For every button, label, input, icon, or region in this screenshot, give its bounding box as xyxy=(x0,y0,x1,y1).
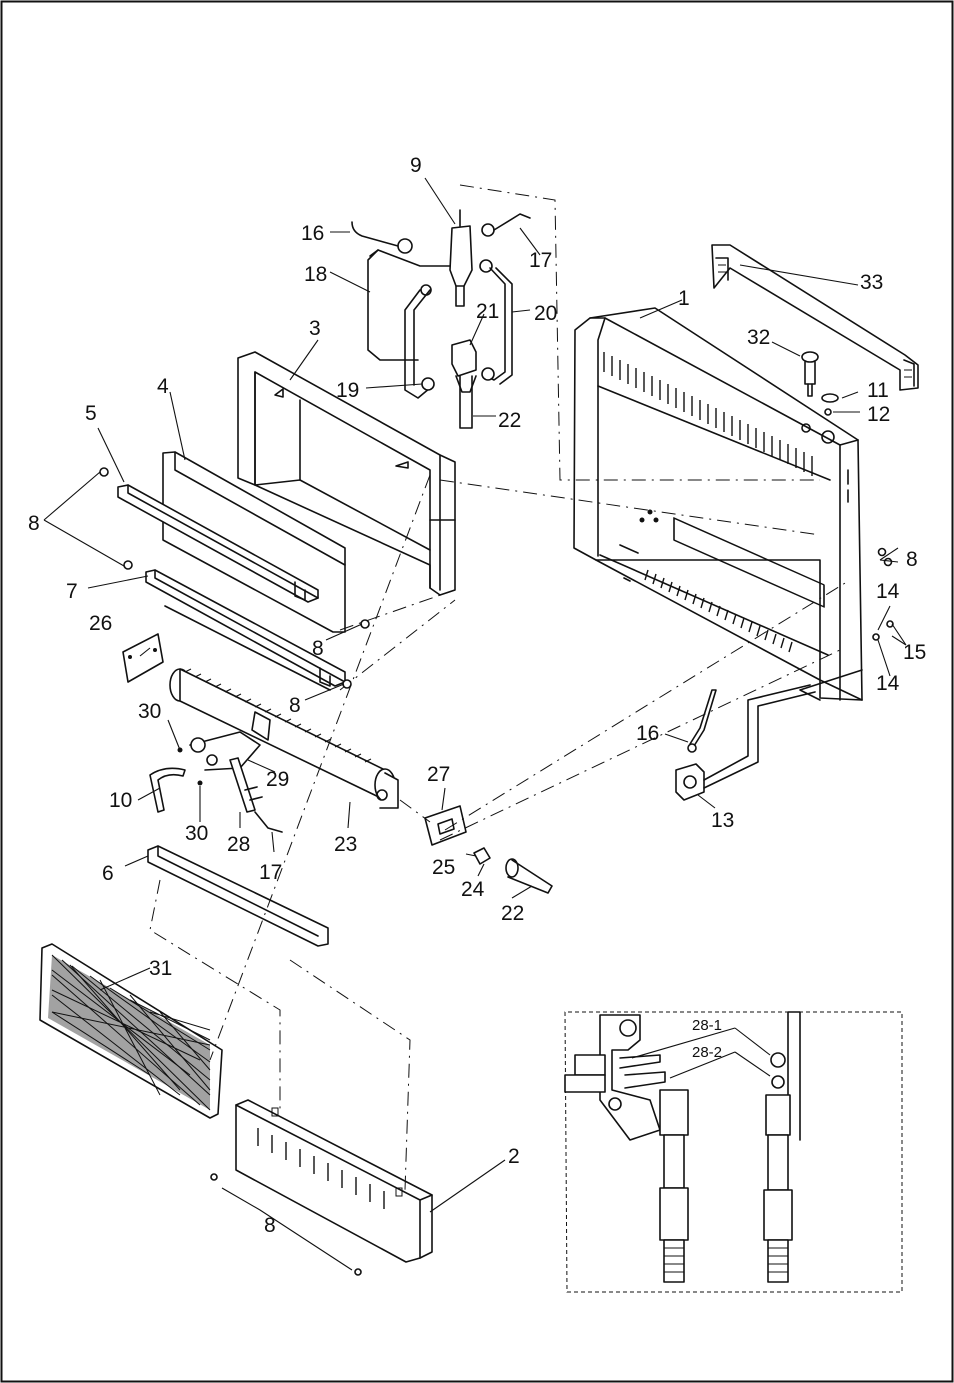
label-part-17-bottom: 17 xyxy=(259,861,282,884)
burner-23 xyxy=(169,668,399,809)
label-part-29: 29 xyxy=(266,768,289,791)
knob-32 xyxy=(801,351,819,397)
label-part-22-top: 22 xyxy=(498,409,521,432)
channel-6 xyxy=(147,845,329,947)
label-part-19: 19 xyxy=(336,379,359,402)
detail-inset xyxy=(564,1011,903,1293)
label-part-28: 28 xyxy=(227,833,250,856)
label-part-6: 6 xyxy=(102,862,114,885)
firebox-3 xyxy=(237,351,456,596)
label-part-16-bottom: 16 xyxy=(636,722,659,745)
plate-26 xyxy=(122,633,164,683)
label-part-10: 10 xyxy=(109,789,132,812)
channel-5 xyxy=(117,484,319,603)
channel-7 xyxy=(145,569,346,691)
label-part-9: 9 xyxy=(410,154,422,177)
bracket-27 xyxy=(424,805,467,846)
housing-louvers-top xyxy=(603,352,813,476)
label-part-33: 33 xyxy=(860,271,883,294)
alignment-lines xyxy=(149,184,851,1191)
label-part-12: 12 xyxy=(867,403,890,426)
label-part-8-bottom: 8 xyxy=(264,1214,276,1237)
pilot-assembly xyxy=(149,731,283,833)
label-part-17-top: 17 xyxy=(529,249,552,272)
label-part-20: 20 xyxy=(534,302,557,325)
label-part-7: 7 xyxy=(66,580,78,603)
label-part-31: 31 xyxy=(149,957,172,980)
label-part-28-1: 28-1 xyxy=(692,1017,722,1034)
label-part-24: 24 xyxy=(461,878,485,901)
label-part-2: 2 xyxy=(508,1145,520,1168)
label-part-8-low: 8 xyxy=(289,694,301,717)
valve-13 xyxy=(675,684,816,801)
label-part-21: 21 xyxy=(476,300,499,323)
label-part-18: 18 xyxy=(304,263,327,286)
label-part-22-bottom: 22 xyxy=(501,902,524,925)
fittings xyxy=(473,847,553,894)
label-part-11: 11 xyxy=(867,379,889,402)
label-part-26: 26 xyxy=(89,612,112,635)
label-part-15: 15 xyxy=(903,641,926,664)
label-part-1: 1 xyxy=(678,287,690,310)
label-part-14-bottom: 14 xyxy=(876,672,900,695)
label-part-30-top: 30 xyxy=(138,700,161,723)
label-part-30-bottom: 30 xyxy=(185,822,208,845)
label-part-3: 3 xyxy=(309,317,321,340)
label-part-8-mid: 8 xyxy=(312,637,324,660)
label-part-8-left: 8 xyxy=(28,512,40,535)
washer-12 xyxy=(824,408,832,416)
housing xyxy=(573,307,863,701)
housing-louvers-bottom xyxy=(644,569,793,653)
label-part-16-top: 16 xyxy=(301,222,324,245)
wall-bracket xyxy=(711,244,919,391)
label-part-5: 5 xyxy=(85,402,97,425)
label-part-28-2: 28-2 xyxy=(692,1044,722,1061)
label-part-32: 32 xyxy=(747,326,770,349)
label-part-8-right: 8 xyxy=(906,548,918,571)
leader-lines xyxy=(43,177,907,1271)
part-labels: 1 2 3 4 5 6 7 8 8 8 8 8 9 10 11 12 13 14… xyxy=(28,154,926,1237)
label-part-14-top: 14 xyxy=(876,580,900,603)
front-panel-2 xyxy=(235,1099,433,1263)
knob-11 xyxy=(821,393,839,403)
label-part-4: 4 xyxy=(157,375,169,398)
screen-31 xyxy=(39,943,223,1119)
label-part-13: 13 xyxy=(711,809,734,832)
control-valve-assembly xyxy=(351,209,531,429)
label-part-27: 27 xyxy=(427,763,450,786)
label-part-23: 23 xyxy=(334,833,357,856)
label-part-25: 25 xyxy=(432,856,455,879)
